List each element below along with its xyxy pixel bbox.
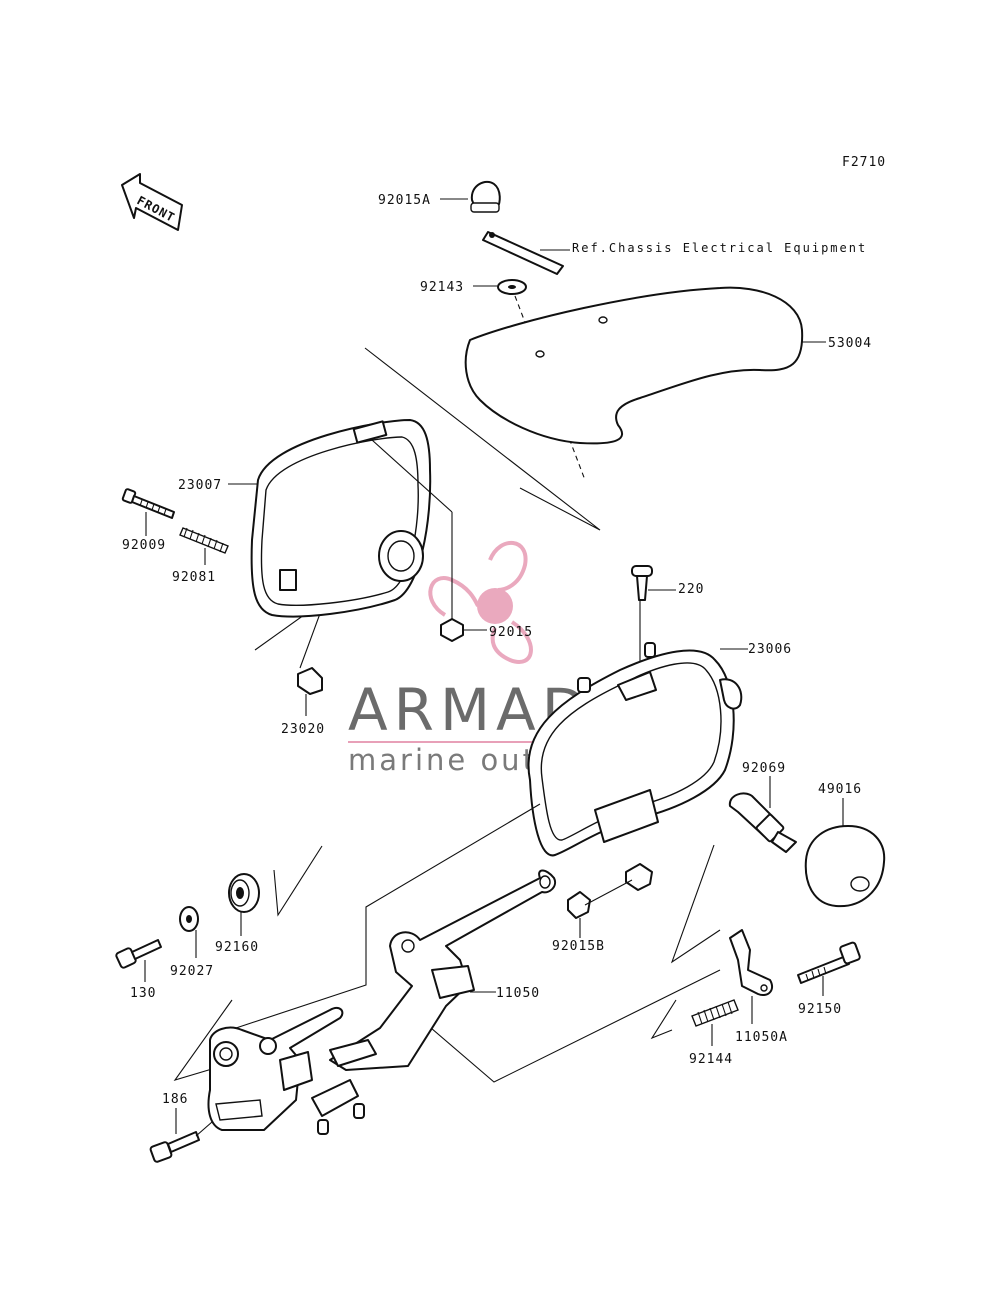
part-130-bolt-icon	[115, 939, 162, 969]
part-220-screw-icon	[631, 565, 653, 601]
label-92027: 92027	[170, 964, 214, 979]
part-23006-housing-icon	[527, 642, 743, 857]
part-53004-pad-icon	[464, 286, 804, 445]
part-92081-spring-icon	[179, 527, 229, 554]
part-49016-cap-icon	[804, 825, 886, 908]
part-11050A-bracket-icon	[729, 929, 774, 996]
label-92069: 92069	[742, 761, 786, 776]
label-53004: 53004	[828, 336, 872, 351]
part-92069-bulb-icon	[728, 792, 797, 853]
part-186-bolt-icon	[149, 1131, 200, 1163]
part-mount-frame-icon	[207, 1006, 377, 1135]
part-23007-headlight-icon	[250, 419, 432, 618]
reference-note: Ref.Chassis Electrical Equipment	[572, 241, 867, 255]
label-130: 130	[130, 986, 156, 1001]
label-92015A: 92015A	[378, 193, 431, 208]
terminal-strip-icon	[482, 231, 564, 275]
label-92150: 92150	[798, 1002, 842, 1017]
front-arrow-icon: FRONT	[121, 173, 183, 231]
part-23020-clip-icon	[297, 667, 323, 695]
label-23020: 23020	[281, 722, 325, 737]
label-23007: 23007	[178, 478, 222, 493]
label-92015: 92015	[489, 625, 533, 640]
label-186: 186	[162, 1092, 188, 1107]
part-11050-bracket-icon	[329, 869, 556, 1071]
label-92081: 92081	[172, 570, 216, 585]
label-92143: 92143	[420, 280, 464, 295]
part-92009-bolt-icon	[121, 488, 175, 519]
label-23006: 23006	[748, 642, 792, 657]
label-92160: 92160	[215, 940, 259, 955]
figure-code: F2710	[842, 155, 886, 170]
label-92009: 92009	[122, 538, 166, 553]
part-92150-bolt-icon	[797, 941, 861, 984]
part-92027-collar-icon	[179, 906, 199, 932]
label-92144: 92144	[689, 1052, 733, 1067]
part-92160-grommet-icon	[228, 873, 260, 913]
part-92143-washer-icon	[497, 279, 527, 295]
label-220: 220	[678, 582, 704, 597]
label-11050A: 11050A	[735, 1030, 788, 1045]
label-11050: 11050	[496, 986, 540, 1001]
part-92015B-nut-icon	[567, 863, 653, 919]
part-92144-spring-icon	[691, 999, 739, 1027]
watermark-logo-icon	[428, 541, 533, 664]
label-92015B: 92015B	[552, 939, 605, 954]
part-92015-nut-icon	[440, 618, 464, 642]
label-49016: 49016	[818, 782, 862, 797]
part-92015A-nut-icon	[470, 180, 501, 213]
